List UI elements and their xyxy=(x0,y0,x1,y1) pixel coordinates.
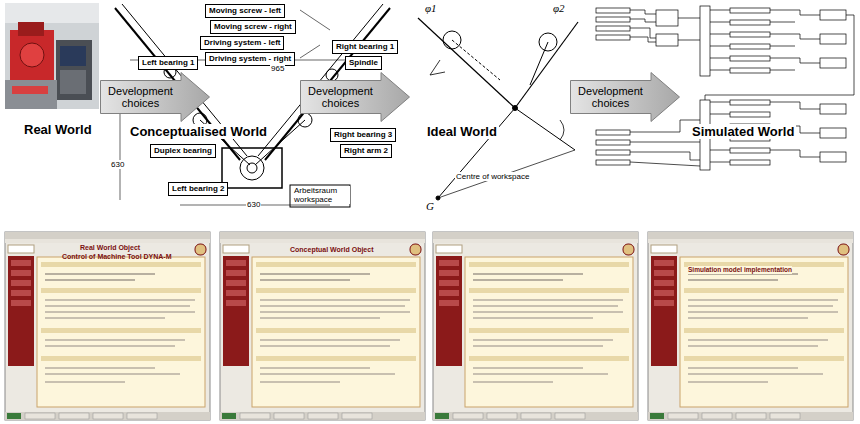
part-box: Right bearing 3 xyxy=(330,128,396,142)
choice-arrow: Development choices xyxy=(300,72,410,122)
part-box: Spindle xyxy=(345,56,382,70)
screen-title: Real World Object xyxy=(80,244,140,252)
part-name: Left bearing 2 xyxy=(172,184,224,194)
screen-title: Conceptual World Object xyxy=(290,246,374,254)
screen-subtitle: Control of Machine Tool DYNA-M xyxy=(62,253,172,261)
machine-photo xyxy=(5,3,99,109)
kinematic-sketch xyxy=(418,18,578,200)
arrow-text: Development choices xyxy=(104,85,177,109)
workspace-label: Arbeitsraum workspace xyxy=(293,186,350,204)
screen-heading: Simulation model implementation xyxy=(688,266,792,274)
part-name: Driving system - right xyxy=(209,54,291,64)
part-name: Right arm 2 xyxy=(344,146,388,156)
part-box: Left bearing 2 xyxy=(168,182,228,196)
workspace-centre-label: Centre of workspace xyxy=(455,172,530,181)
part-name: Moving screw - left xyxy=(209,6,281,16)
point-symbol: G xyxy=(425,200,435,212)
part-box: Left bearing 1 xyxy=(138,56,198,70)
part-box: Driving system - left xyxy=(200,36,284,50)
world-label: Ideal World xyxy=(425,124,499,139)
dimension: 630 xyxy=(110,160,125,169)
part-name: Right bearing 3 xyxy=(334,130,392,140)
dimension: 965 xyxy=(270,64,285,73)
part-name: Right bearing 1 xyxy=(336,42,394,52)
world-label: Simulated World xyxy=(690,124,796,139)
angle-symbol: φ1 xyxy=(424,2,438,14)
part-name: Duplex bearing xyxy=(154,146,212,156)
angle-symbol: φ2 xyxy=(552,2,566,14)
arrow-text: Development choices xyxy=(304,85,377,109)
world-label: Real World xyxy=(22,122,94,137)
arrow-text: Development choices xyxy=(574,85,647,109)
part-name: Spindle xyxy=(349,58,378,68)
choice-arrow: Development choices xyxy=(100,72,210,122)
part-box: Duplex bearing xyxy=(150,144,216,158)
part-name: Left bearing 1 xyxy=(142,58,194,68)
part-box: Right bearing 1 xyxy=(332,40,398,54)
part-box: Right arm 2 xyxy=(340,144,392,158)
part-name: Driving system - left xyxy=(204,38,280,48)
choice-arrow: Development choices xyxy=(570,72,680,122)
dimension: 630 xyxy=(246,200,261,209)
part-box: Moving screw - right xyxy=(210,20,296,34)
world-label: Conceptualised World xyxy=(128,124,269,139)
screenshot-panels xyxy=(5,232,853,420)
part-name: Moving screw - right xyxy=(214,22,292,32)
part-box: Moving screw - left xyxy=(205,4,285,18)
